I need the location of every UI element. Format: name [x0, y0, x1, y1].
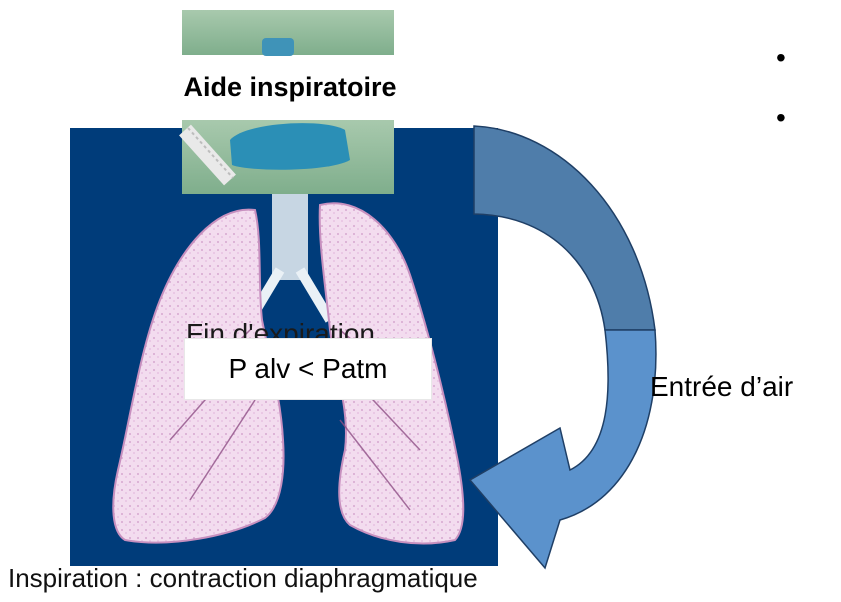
pressure-label: P alv < Patm: [228, 353, 387, 385]
pressure-label-box: P alv < Patm: [184, 338, 432, 400]
bullet-1: •: [776, 44, 786, 72]
airflow-label: Entrée d’air: [650, 371, 793, 403]
page-title: Aide inspiratoire: [120, 72, 460, 103]
caption: Inspiration : contraction diaphragmatiqu…: [8, 563, 478, 594]
bullet-2: •: [776, 104, 786, 132]
